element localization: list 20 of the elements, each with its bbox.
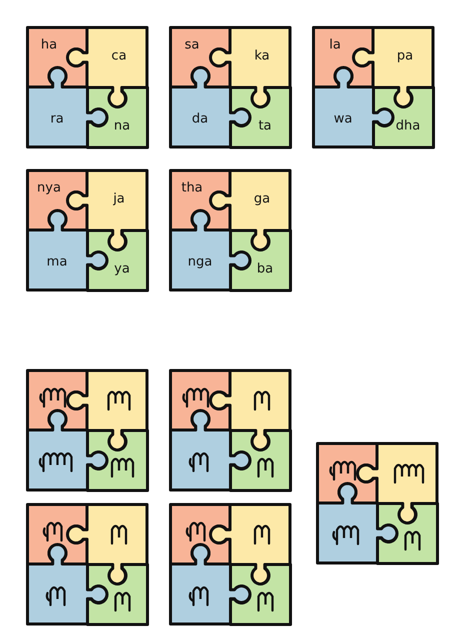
syllable-label: sa — [184, 38, 200, 52]
syllable-label: ja — [113, 192, 125, 206]
syllable-label: pa — [396, 48, 414, 64]
syllable-label: la — [329, 38, 341, 52]
syllable-label: nga — [188, 254, 212, 270]
syllable-label: ca — [111, 48, 127, 64]
syllable-label: ma — [46, 254, 68, 270]
syllable-label: tha — [181, 180, 203, 196]
syllable-label: ha — [40, 38, 58, 52]
syllable-label: nya — [37, 180, 61, 196]
syllable-label: na — [114, 118, 130, 134]
syllable-label: ga — [254, 192, 270, 206]
syllable-label: ba — [256, 262, 274, 276]
syllable-label: ra — [50, 111, 64, 126]
syllable-label: da — [192, 111, 208, 126]
syllable-label: wa — [334, 111, 352, 126]
syllable-label: ta — [258, 118, 272, 134]
syllable-label: ka — [254, 48, 270, 64]
syllable-label: ya — [114, 262, 130, 276]
syllable-label: dha — [396, 118, 420, 134]
